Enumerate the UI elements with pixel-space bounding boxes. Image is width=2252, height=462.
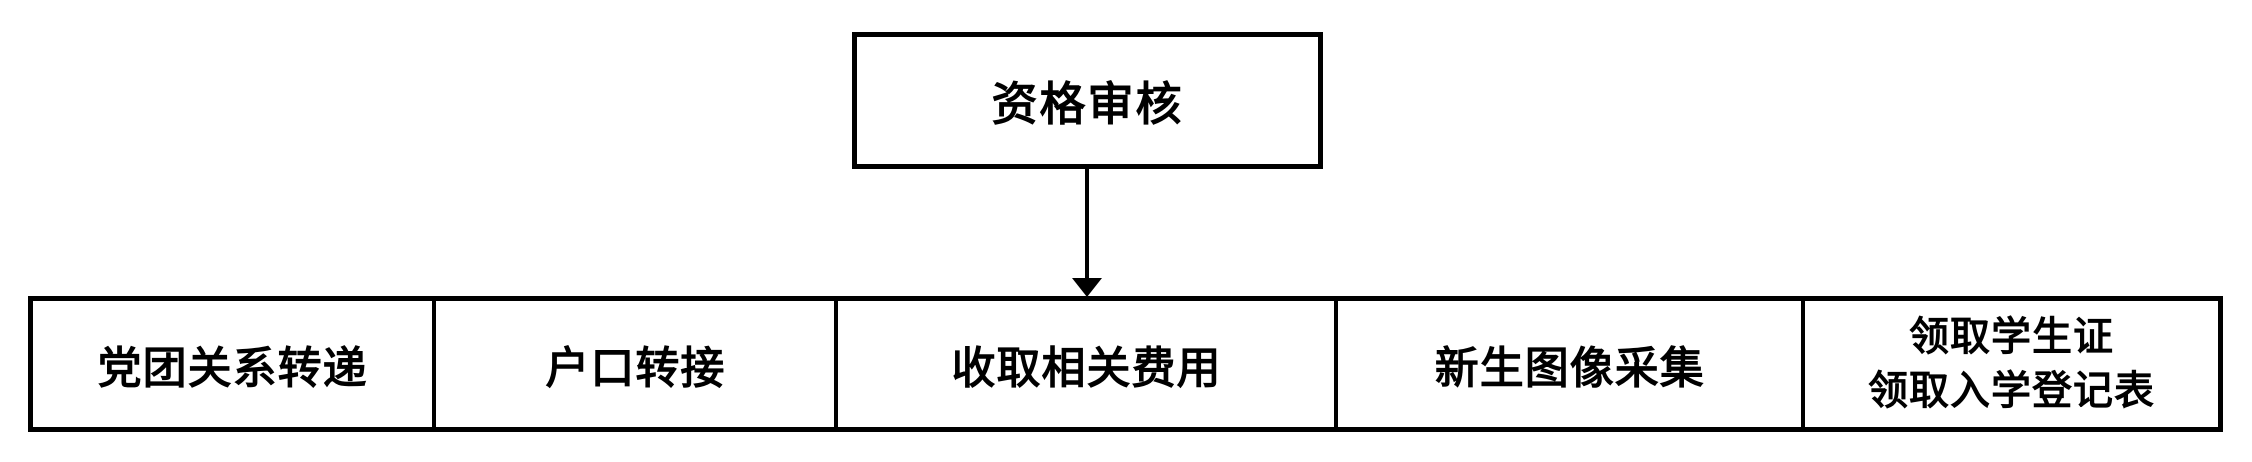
flow-cell-new-student-image-collection: 新生图像采集 — [1334, 301, 1800, 427]
cell-label: 户口转接 — [545, 344, 726, 393]
cell-label-line2: 领取入学登记表 — [1867, 369, 2155, 413]
cell-label: 收取相关费用 — [951, 344, 1222, 393]
cell-label-line1: 领取学生证 — [1908, 315, 2114, 359]
flow-arrow-line — [1085, 169, 1089, 279]
flow-cell-collect-fees: 收取相关费用 — [834, 301, 1334, 427]
cell-label: 新生图像采集 — [1434, 344, 1705, 393]
cell-label: 党团关系转递 — [97, 344, 368, 393]
flow-arrow-down-icon — [1072, 278, 1102, 297]
flow-cell-household-registration-transfer: 户口转接 — [432, 301, 834, 427]
process-steps-row: 党团关系转递 户口转接 收取相关费用 新生图像采集 领取学生证 领取入学登记表 — [28, 296, 2223, 432]
flow-box-qualification-review: 资格审核 — [852, 32, 1323, 169]
flow-cell-receive-student-id-and-registration-form: 领取学生证 领取入学登记表 — [1800, 301, 2218, 427]
flow-cell-party-league-transfer: 党团关系转递 — [33, 301, 432, 427]
qualification-review-label: 资格审核 — [991, 77, 1184, 130]
